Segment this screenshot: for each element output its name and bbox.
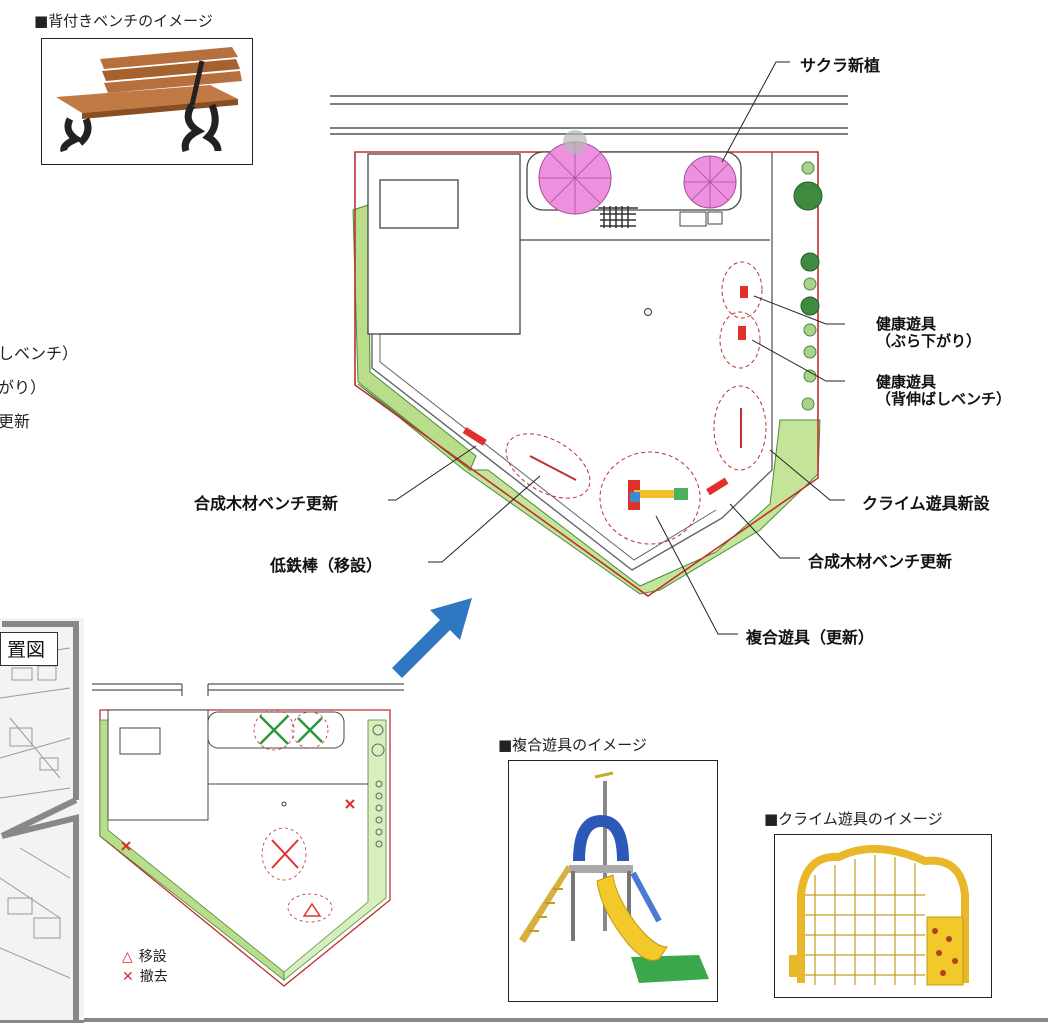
label-bench-renew-right: 合成木材ベンチ更新 [808, 552, 953, 571]
legend-remove: ✕ 撤去 [122, 966, 168, 986]
bench-image-caption: ■背付きベンチのイメージ [34, 12, 213, 30]
combo-image [508, 760, 718, 1002]
legend-move-label: 移設 [138, 949, 167, 965]
label-kenko-2: 健康遊具 （背伸ばしベンチ） [876, 374, 1011, 408]
legend-remove-label: 撤去 [139, 969, 168, 985]
bench-illustration [56, 47, 242, 153]
label-kenko-1: 健康遊具 （ぶら下がり） [876, 316, 981, 350]
combo-image-caption: ■複合遊具のイメージ [498, 736, 647, 754]
bottom-divider [84, 1018, 1048, 1022]
location-map-title: 置図 [0, 632, 58, 666]
climb-equipment-illustration [789, 845, 969, 986]
label-kenko-1-line1: 健康遊具 [876, 315, 937, 333]
label-kenko-1-line2: （ぶら下がり） [876, 332, 982, 350]
climb-image [774, 834, 992, 998]
label-sakura: サクラ新植 [800, 56, 881, 75]
combo-equipment [628, 480, 688, 510]
before-plan [92, 683, 404, 987]
legend-move: △ 移設 [122, 946, 167, 966]
label-low-bar: 低鉄棒（移設） [270, 556, 383, 575]
bench-image [41, 38, 253, 165]
label-kenko-2-line1: 健康遊具 [876, 373, 937, 391]
fragment-text-3: 更新 [0, 412, 31, 431]
label-combo-renew: 複合遊具（更新） [746, 628, 875, 647]
label-bench-renew-left: 合成木材ベンチ更新 [194, 494, 339, 513]
blue-arrow [392, 598, 472, 678]
sakura-trees [538, 130, 737, 215]
fragment-text-2: がり） [0, 378, 47, 397]
triangle-icon: △ [122, 949, 133, 965]
label-kenko-2-line2: （背伸ばしベンチ） [876, 390, 1012, 408]
combo-equipment-illustration [519, 771, 709, 983]
fragment-text-1: しベンチ） [0, 344, 79, 363]
location-map [0, 618, 84, 1023]
location-map-panel: 置図 [0, 618, 84, 1023]
climb-image-caption: ■クライム遊具のイメージ [764, 810, 943, 828]
label-climb-new: クライム遊具新設 [862, 494, 990, 513]
cross-icon: ✕ [122, 969, 134, 985]
